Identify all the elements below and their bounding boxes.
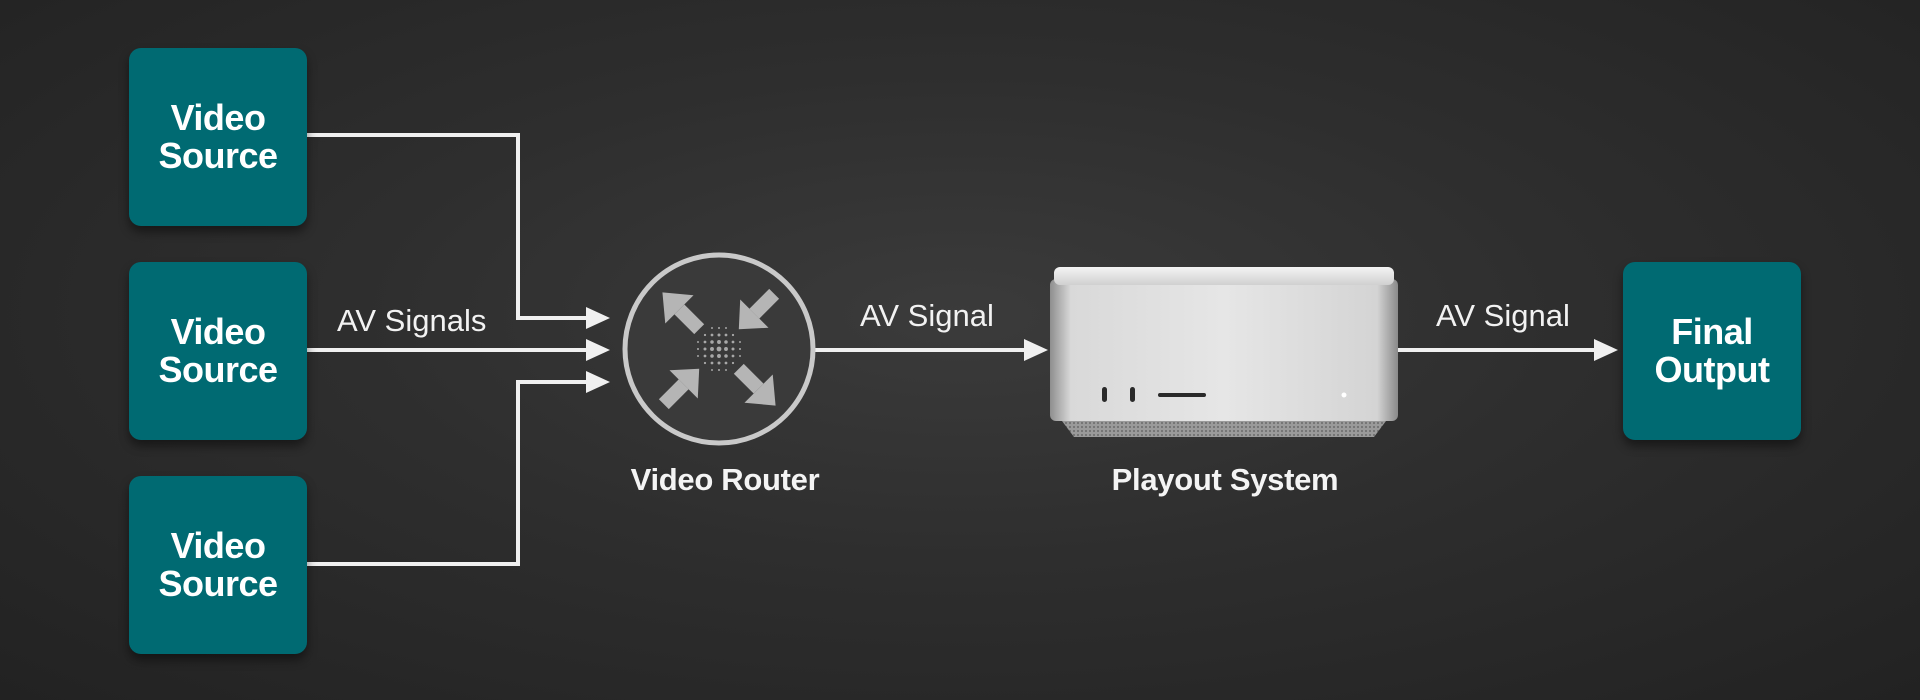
router-dot [710,347,714,351]
router-dot [717,361,721,365]
router-dot [725,327,727,329]
router-dot [717,354,721,358]
router-dot [703,354,707,358]
video-source-label: Video Source [158,97,278,176]
video-source-label: Video Source [158,525,278,604]
router-dot [703,347,707,351]
router-dot [724,347,728,351]
arrowhead-icon [586,371,610,393]
arrowhead-icon [1594,339,1618,361]
router-dot [703,340,707,344]
router-dot [717,368,721,372]
video-source-label: Video Source [158,311,278,390]
router-dot [710,340,714,344]
arrowhead-icon [586,307,610,329]
router-dot [724,354,728,358]
router-dot [697,341,699,343]
router-dot [731,361,735,365]
router-dot [716,346,722,352]
router-dot [717,340,721,344]
router-dot [696,347,700,351]
final-output-box: Final Output [1623,262,1801,440]
router-dot [717,333,721,337]
router-dot [731,347,735,351]
router-dot [710,361,714,365]
router-dot [717,326,721,330]
av-signals-label: AV Signals [337,303,487,338]
wire-source-3-to-router [307,380,588,566]
router-dot [739,341,741,343]
router-dot [739,355,741,357]
playout-system-caption: Playout System [1111,462,1339,497]
router-dot [738,347,742,351]
av-signal-label-playout-to-output: AV Signal [1436,298,1570,333]
video-router-caption: Video Router [630,462,820,497]
video-source-box-1: Video Source [129,48,307,226]
router-dot [725,369,727,371]
router-dot [724,333,728,337]
video-source-box-3: Video Source [129,476,307,654]
router-dot [724,361,728,365]
desktop-computer-icon [1050,267,1398,437]
router-dot [703,361,707,365]
final-output-label: Final Output [1654,311,1770,390]
av-signal-label-router-to-playout: AV Signal [860,298,994,333]
arrowhead-icon [1024,339,1048,361]
video-source-box-2: Video Source [129,262,307,440]
router-dot [731,340,735,344]
arrowhead-icon [586,339,610,361]
router-dot [731,333,735,337]
wire-source-1-to-router [307,133,588,320]
router-dot [710,354,714,358]
router-dot [731,354,735,358]
router-dot [703,333,707,337]
router-dot [697,355,699,357]
router-icon [622,252,816,446]
router-dot [711,327,713,329]
router-dot [710,333,714,337]
router-dot [711,369,713,371]
router-dot [724,340,728,344]
